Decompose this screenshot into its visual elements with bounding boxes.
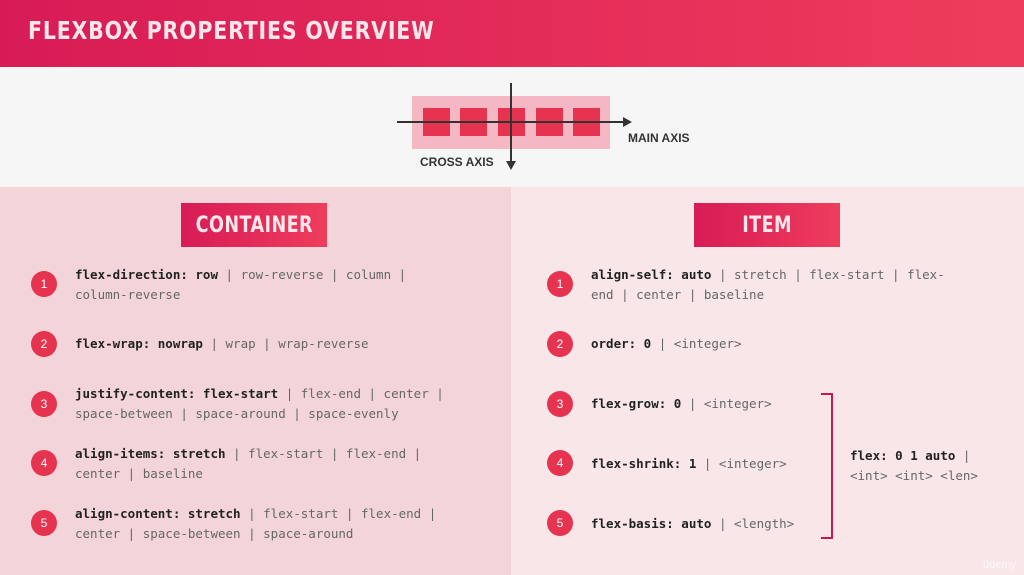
cross-axis-line (510, 83, 512, 163)
property-flex-grow: flex-grow: 0 | <integer> (591, 396, 772, 411)
property-align-self: align-self: auto | stretch | flex-start … (591, 267, 945, 302)
shorthand-bracket (821, 393, 833, 539)
header-bar: FLEXBOX PROPERTIES OVERVIEW (0, 0, 1024, 67)
container-heading: CONTAINER (181, 203, 327, 247)
property-flex-shorthand: flex: 0 1 auto | <int> <int> <len> (850, 448, 978, 483)
number-badge: 1 (547, 271, 573, 297)
page-title: FLEXBOX PROPERTIES OVERVIEW (28, 16, 435, 45)
number-badge: 4 (547, 450, 573, 476)
number-badge: 1 (31, 271, 57, 297)
number-badge: 5 (31, 510, 57, 536)
main-axis-label: MAIN AXIS (628, 131, 690, 145)
property-align-content: align-content: stretch | flex-start | fl… (75, 506, 437, 541)
property-align-items: align-items: stretch | flex-start | flex… (75, 446, 422, 481)
container-panel: CONTAINER 1 flex-direction: row | row-re… (0, 187, 511, 575)
number-badge: 2 (31, 331, 57, 357)
axis-diagram: MAIN AXIS CROSS AXIS (0, 67, 1024, 187)
cross-axis-arrow-icon (506, 161, 516, 170)
property-flex-direction: flex-direction: row | row-reverse | colu… (75, 267, 407, 302)
property-order: order: 0 | <integer> (591, 336, 742, 351)
main-axis-arrow-icon (623, 117, 632, 127)
number-badge: 4 (31, 450, 57, 476)
property-justify-content: justify-content: flex-start | flex-end |… (75, 386, 444, 421)
number-badge: 2 (547, 331, 573, 357)
property-flex-shrink: flex-shrink: 1 | <integer> (591, 456, 787, 471)
property-flex-wrap: flex-wrap: nowrap | wrap | wrap-reverse (75, 336, 369, 351)
number-badge: 5 (547, 510, 573, 536)
udemy-logo: ūdemy (982, 559, 1016, 571)
item-panel: ITEM 1 align-self: auto | stretch | flex… (511, 187, 1024, 575)
number-badge: 3 (547, 391, 573, 417)
property-flex-basis: flex-basis: auto | <length> (591, 516, 795, 531)
cross-axis-label: CROSS AXIS (420, 155, 494, 169)
item-heading: ITEM (694, 203, 840, 247)
number-badge: 3 (31, 391, 57, 417)
